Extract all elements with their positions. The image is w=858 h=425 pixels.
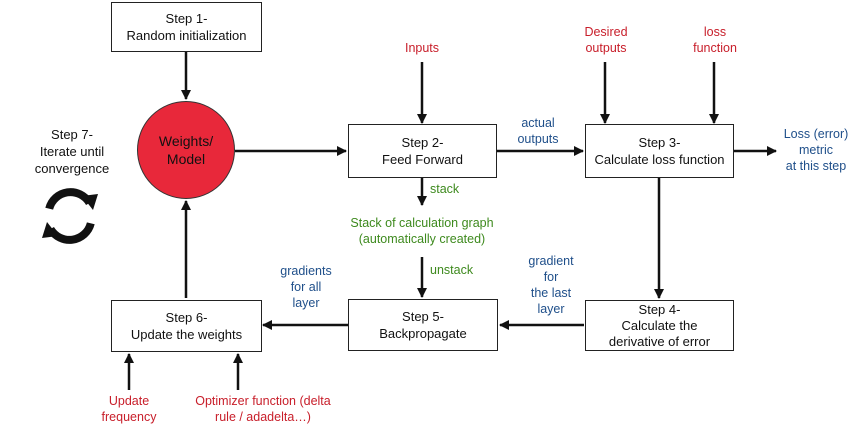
loss-metric-line3: at this step: [785, 159, 847, 173]
step2-title: Step 2-: [401, 135, 444, 150]
desired-outputs-label: Desired outputs: [574, 24, 638, 56]
weights-model-node: Weights/ Model: [137, 101, 235, 199]
step3-title: Step 3-: [638, 135, 681, 150]
desired-outputs-line2: outputs: [585, 41, 627, 55]
step3-desc: Calculate loss function: [594, 152, 725, 167]
desired-outputs-line1: Desired: [584, 25, 628, 39]
update-frequency-label: Update frequency: [91, 393, 167, 425]
stack-label: stack: [430, 182, 460, 196]
step5-title: Step 5-: [402, 309, 444, 324]
loss-function-line2: function: [693, 41, 737, 55]
stack-graph-line2: (automatically created): [358, 232, 486, 246]
step5-box: Step 5- Backpropagate: [348, 299, 498, 351]
step7-desc-1: Iterate until: [39, 144, 105, 159]
inputs-label: Inputs: [404, 41, 440, 55]
gradients-all-line1: gradients: [280, 264, 332, 278]
step1-desc: Random initialization: [126, 28, 247, 43]
step4-desc-2: derivative of error: [608, 333, 711, 349]
optimizer-line1: Optimizer function (delta: [195, 394, 331, 408]
weights-line2: Model: [166, 151, 206, 167]
gradient-last-layer-label: gradient for the last layer: [516, 253, 586, 317]
gradient-last-line3: the last: [530, 286, 572, 300]
loss-metric-line1: Loss (error): [783, 127, 849, 141]
loss-function-line1: loss: [703, 25, 727, 39]
step7-desc-2: convergence: [34, 161, 110, 176]
actual-outputs-line2: outputs: [517, 132, 559, 146]
unstack-label: unstack: [430, 263, 474, 277]
step7-label: Step 7- Iterate until convergence: [28, 126, 116, 177]
update-frequency-line1: Update: [108, 394, 150, 408]
step2-box: Step 2- Feed Forward: [348, 124, 497, 178]
step5-desc: Backpropagate: [379, 326, 467, 341]
loss-function-label: loss function: [684, 24, 746, 56]
step1-title: Step 1-: [165, 11, 208, 26]
gradients-all-layer-label: gradients for all layer: [270, 263, 342, 311]
step6-box: Step 6- Update the weights: [111, 300, 262, 352]
gradient-last-line2: for: [543, 270, 559, 284]
step4-title: Step 4-: [638, 301, 681, 317]
optimizer-line2: rule / adadelta…): [215, 410, 311, 424]
loss-metric-line2: metric: [798, 143, 834, 157]
step2-desc: Feed Forward: [382, 152, 463, 167]
actual-outputs-label: actual outputs: [506, 115, 570, 147]
stack-graph-label: Stack of calculation graph (automaticall…: [320, 215, 524, 247]
step6-title: Step 6-: [165, 310, 208, 325]
step6-desc: Update the weights: [130, 327, 243, 342]
loss-metric-label: Loss (error) metric at this step: [776, 126, 856, 174]
stack-graph-line1: Stack of calculation graph: [350, 216, 494, 230]
step4-desc-1: Calculate the: [621, 317, 698, 333]
optimizer-function-label: Optimizer function (delta rule / adadelt…: [168, 393, 358, 425]
step3-box: Step 3- Calculate loss function: [585, 124, 734, 178]
gradients-all-line2: for all: [290, 280, 322, 294]
step7-title: Step 7-: [51, 127, 93, 142]
gradients-all-line3: layer: [292, 296, 320, 310]
actual-outputs-line1: actual: [521, 116, 555, 130]
gradient-last-line4: layer: [537, 302, 565, 316]
step4-box: Step 4- Calculate the derivative of erro…: [585, 300, 734, 351]
step1-box: Step 1- Random initialization: [111, 2, 262, 52]
gradient-last-line1: gradient: [528, 254, 574, 268]
update-frequency-line2: frequency: [101, 410, 157, 424]
cycle-arrows-icon: [42, 188, 98, 244]
weights-line1: Weights/: [158, 133, 214, 149]
